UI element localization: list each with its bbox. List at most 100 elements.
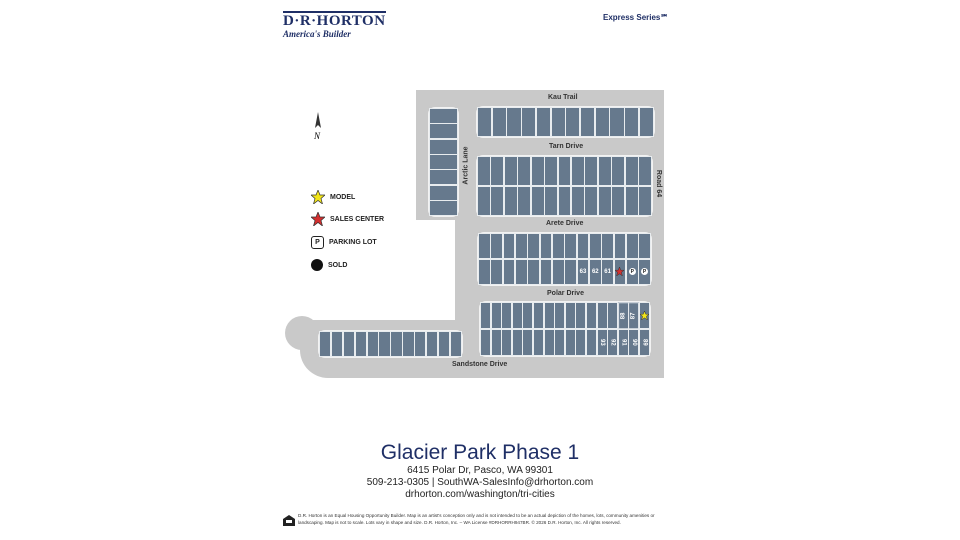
lot[interactable] (611, 185, 626, 217)
lot[interactable] (437, 331, 451, 357)
lot[interactable]: 87 (628, 301, 640, 330)
lot[interactable] (425, 331, 439, 357)
lot[interactable]: 92 (607, 328, 619, 357)
lot[interactable] (585, 301, 598, 330)
lot[interactable] (502, 232, 516, 260)
lot[interactable] (527, 232, 541, 260)
lot[interactable] (532, 328, 545, 357)
lot[interactable] (551, 232, 565, 260)
lot[interactable]: 62 (588, 258, 602, 286)
lot[interactable] (564, 301, 576, 330)
lot[interactable] (490, 232, 504, 260)
lot[interactable] (638, 155, 652, 187)
lot[interactable] (530, 185, 545, 217)
lot[interactable] (522, 301, 534, 330)
lot[interactable] (477, 185, 491, 217)
lot[interactable]: 90 (628, 328, 640, 357)
lot[interactable] (517, 155, 532, 187)
lot[interactable] (318, 331, 332, 357)
lot[interactable] (550, 107, 566, 137)
lot[interactable] (596, 301, 608, 330)
lot[interactable] (527, 258, 541, 286)
lot[interactable] (502, 258, 516, 286)
lot[interactable] (514, 258, 528, 286)
lot[interactable] (607, 301, 619, 330)
lot[interactable] (530, 155, 545, 187)
lot[interactable] (613, 232, 627, 260)
lot[interactable]: P (638, 258, 651, 286)
lot[interactable] (557, 155, 572, 187)
lot[interactable] (638, 107, 654, 137)
lot[interactable] (570, 185, 585, 217)
lot[interactable] (354, 331, 368, 357)
lot[interactable] (501, 328, 513, 357)
lot[interactable] (564, 232, 578, 260)
lot[interactable] (478, 258, 491, 286)
lot[interactable] (490, 258, 504, 286)
lot[interactable]: P (625, 258, 639, 286)
lot[interactable] (576, 232, 590, 260)
lot[interactable] (565, 107, 581, 137)
lot[interactable] (413, 331, 427, 357)
lot[interactable] (585, 328, 598, 357)
lot[interactable] (501, 301, 513, 330)
lot[interactable] (378, 331, 391, 357)
lot[interactable] (609, 107, 625, 137)
lot[interactable] (479, 301, 492, 330)
lot[interactable] (330, 331, 344, 357)
lot[interactable] (402, 331, 415, 357)
lot[interactable] (557, 185, 572, 217)
lot[interactable]: 88 (617, 301, 629, 330)
lot[interactable] (625, 232, 639, 260)
lot[interactable] (575, 328, 587, 357)
lot[interactable] (543, 301, 555, 330)
lot[interactable] (575, 301, 587, 330)
lot[interactable] (544, 155, 559, 187)
lot[interactable] (597, 155, 612, 187)
lot[interactable] (429, 138, 458, 155)
lot[interactable] (479, 328, 492, 357)
lot[interactable]: 63 (576, 258, 590, 286)
lot[interactable] (601, 232, 615, 260)
lot[interactable]: 61 (601, 258, 615, 286)
lot[interactable] (503, 185, 518, 217)
lot[interactable] (522, 328, 534, 357)
lot[interactable] (490, 155, 505, 187)
lot[interactable] (511, 328, 523, 357)
lot[interactable] (611, 155, 626, 187)
lot[interactable] (478, 232, 491, 260)
lot[interactable] (429, 108, 458, 124)
lot[interactable] (429, 200, 458, 216)
lot[interactable] (638, 185, 652, 217)
lot[interactable] (429, 184, 458, 201)
lot[interactable] (491, 107, 507, 137)
lot[interactable] (539, 258, 553, 286)
lot[interactable] (514, 232, 528, 260)
lot[interactable]: 89 (638, 328, 651, 357)
lot[interactable] (597, 185, 612, 217)
lot[interactable] (429, 123, 458, 140)
lot[interactable] (503, 155, 518, 187)
lot[interactable] (594, 107, 610, 137)
lot[interactable] (476, 107, 493, 137)
lot[interactable] (477, 155, 491, 187)
lot[interactable] (506, 107, 522, 137)
lot[interactable] (624, 107, 640, 137)
lot[interactable] (535, 107, 552, 137)
lot[interactable] (342, 331, 356, 357)
lot[interactable] (544, 185, 559, 217)
lot[interactable] (390, 331, 403, 357)
lot[interactable] (517, 185, 532, 217)
lot[interactable] (490, 328, 502, 357)
lot[interactable] (449, 331, 463, 357)
lot[interactable] (511, 301, 523, 330)
lot[interactable] (543, 328, 555, 357)
lot[interactable] (624, 185, 639, 217)
lot[interactable] (490, 185, 505, 217)
lot[interactable] (554, 328, 566, 357)
lot[interactable] (490, 301, 502, 330)
lot[interactable]: 93 (596, 328, 608, 357)
lot[interactable] (584, 185, 599, 217)
lot[interactable] (539, 232, 553, 260)
lot[interactable] (521, 107, 537, 137)
